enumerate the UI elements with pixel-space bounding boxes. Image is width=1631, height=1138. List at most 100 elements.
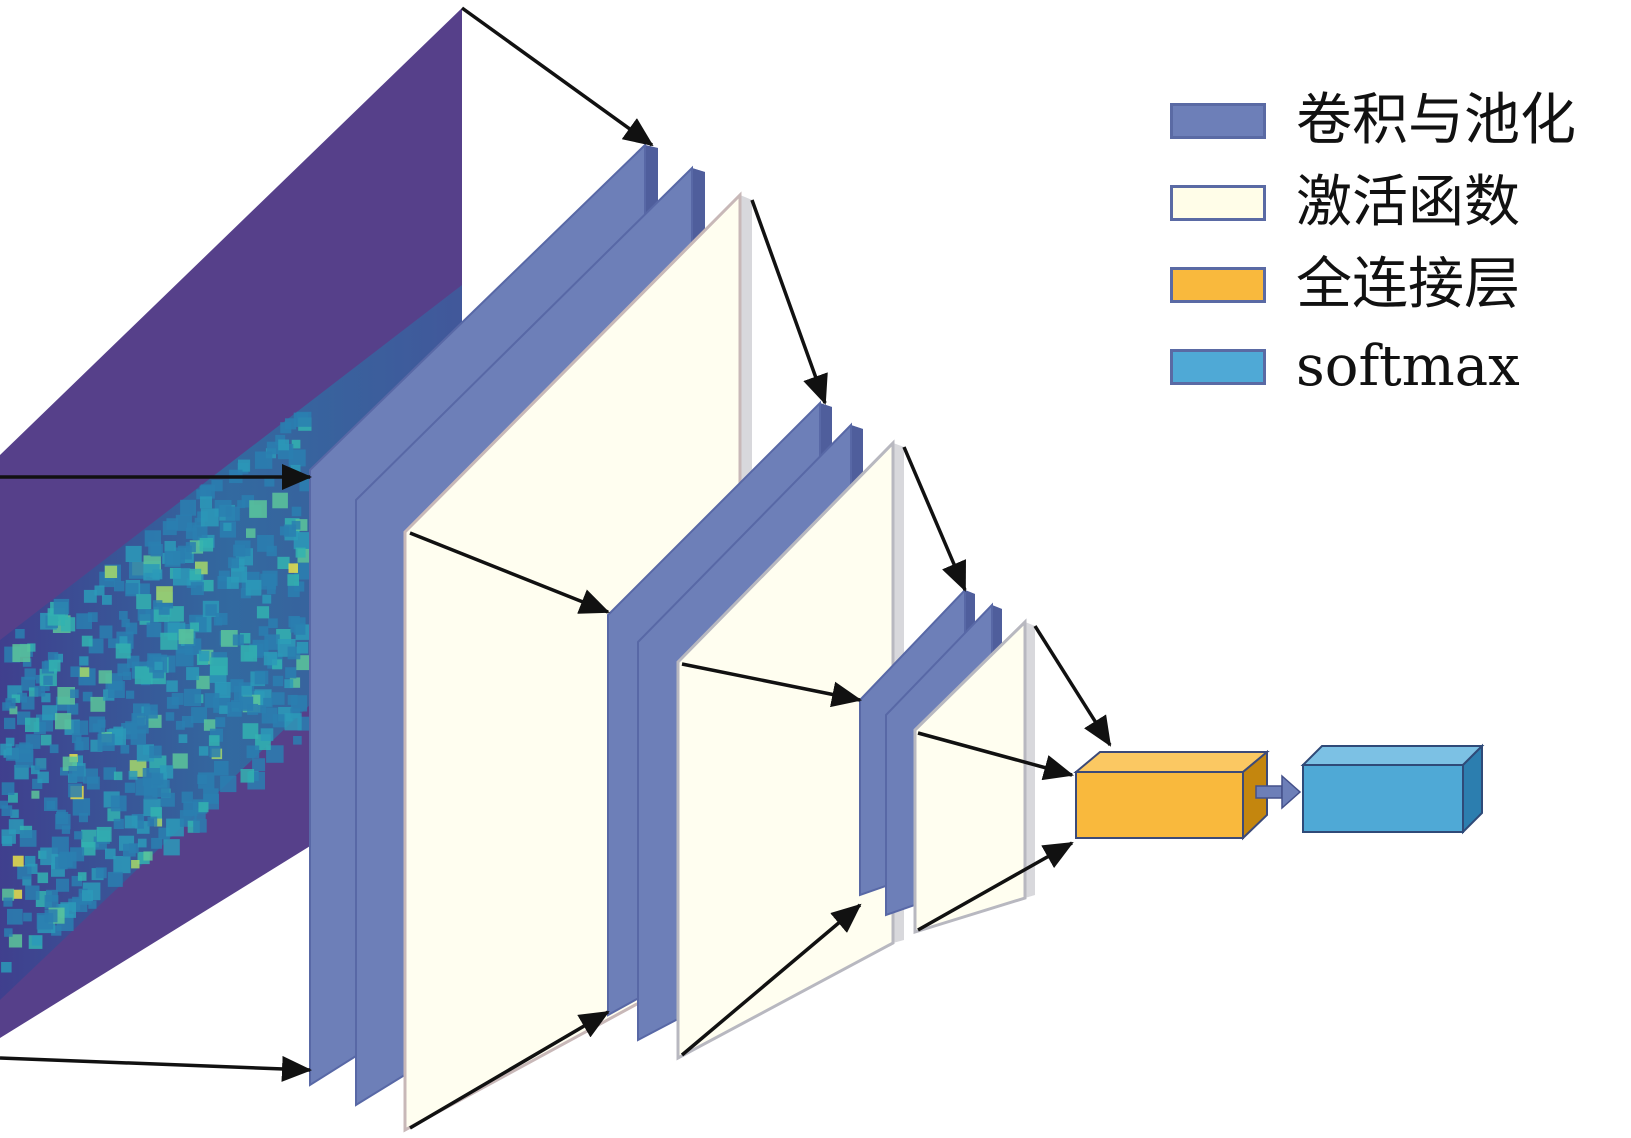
spectrogram-cell [288, 563, 298, 573]
spectrogram-cell [8, 792, 18, 803]
spectrogram-cell [2, 836, 13, 847]
spectrogram-cell [70, 689, 79, 698]
spectrogram-cell [0, 743, 12, 756]
spectrogram-cell [68, 766, 85, 782]
spectrogram-cell [246, 528, 256, 538]
spectrogram-cell [104, 565, 118, 578]
spectrogram-cell [102, 595, 112, 605]
spectrogram-cell [158, 827, 170, 840]
spectrogram-cell [230, 566, 248, 583]
spectrogram-cell [240, 645, 258, 662]
spectrogram-cell [144, 530, 161, 547]
spectrogram-cell [154, 818, 163, 827]
spectrogram-cell [88, 900, 97, 909]
spectrogram-cell [17, 692, 27, 703]
spectrogram-cell [293, 623, 306, 635]
spectrogram-cell [72, 755, 83, 766]
spectrogram-cell [211, 480, 223, 492]
spectrogram-cell [196, 675, 210, 690]
spectrogram-cell [44, 895, 59, 909]
spectrogram-cell [10, 809, 19, 818]
softmax-block [1300, 743, 1485, 835]
spectrogram-cell [7, 908, 23, 925]
spectrogram-cell [67, 703, 79, 715]
spectrogram-cell [242, 723, 259, 739]
spectrogram-cell [34, 758, 47, 770]
legend-label-fully-connected: 全连接层 [1296, 252, 1520, 317]
spectrogram-cell [114, 580, 125, 592]
spectrogram-cell [280, 422, 292, 434]
spectrogram-cell [220, 775, 237, 793]
spectrogram-cell [56, 811, 69, 825]
spectrogram-cell [153, 600, 163, 610]
fc-to-softmax-arrow [1255, 774, 1302, 810]
spectrogram-cell [68, 783, 82, 798]
spectrogram-cell [119, 636, 128, 645]
spectrogram-cell [284, 679, 294, 689]
spectrogram-cell [124, 782, 136, 793]
spectrogram-cell [266, 585, 276, 595]
spectrogram-cell [77, 872, 87, 881]
legend-item-conv-pool: 卷积与池化 [1170, 80, 1576, 162]
spectrogram-cell [151, 773, 164, 785]
spectrogram-cell [12, 644, 31, 662]
spectrogram-cell [199, 485, 212, 498]
spectrogram-cell [110, 795, 127, 812]
spectrogram-cell [125, 583, 139, 597]
spectrogram-cell [203, 719, 216, 731]
spectrogram-cell [291, 506, 302, 517]
spectrogram-cell [1, 782, 15, 795]
spectrogram-cell [61, 825, 71, 834]
spectrogram-cell [87, 612, 98, 622]
spectrogram-cell [296, 411, 312, 427]
legend-swatch-conv-pool [1170, 103, 1266, 139]
spectrogram-cell [194, 517, 205, 528]
spectrogram-cell [214, 760, 229, 776]
spectrogram-cell [295, 547, 306, 558]
spectrogram-cell [258, 626, 269, 636]
arrow-input-bottom [0, 1055, 312, 1082]
spectrogram-cell [254, 451, 273, 469]
spectrogram-cell [8, 934, 23, 948]
spectrogram-cell [108, 638, 118, 649]
spectrogram-cell [156, 586, 173, 603]
spectrogram-cell [78, 813, 88, 823]
spectrogram-cell [42, 705, 58, 721]
spectrogram-cell [96, 826, 112, 842]
spectrogram-cell [143, 851, 153, 861]
spectrogram-cell [131, 713, 145, 727]
spectrogram-cell [228, 557, 239, 569]
spectrogram-cell [230, 679, 244, 693]
spectrogram-cell [24, 668, 36, 680]
spectrogram-cell [31, 790, 40, 799]
arrow-act1-top [750, 199, 828, 405]
spectrogram-cell [263, 697, 273, 708]
spectrogram-cell [15, 629, 25, 639]
spectrogram-cell [143, 564, 160, 581]
legend-swatch-fully-connected [1170, 267, 1266, 303]
spectrogram-cell [95, 867, 107, 879]
spectrogram-cell [143, 704, 158, 719]
spectrogram-cell [166, 680, 178, 692]
spectrogram-cell [239, 633, 251, 644]
spectrogram-cell [73, 720, 89, 735]
spectrogram-cell [180, 499, 196, 516]
spectrogram-cell [22, 876, 32, 886]
spectrogram-cell [1, 805, 13, 816]
spectrogram-cell [71, 875, 82, 887]
spectrogram-cell [37, 771, 49, 784]
spectrogram-cell [49, 744, 59, 754]
spectrogram-cell [194, 808, 206, 820]
spectrogram-cell [74, 741, 84, 751]
spectrogram-cell [130, 729, 146, 745]
spectrogram-cell [191, 707, 207, 723]
arrow-act3-bottom [917, 841, 1074, 932]
spectrogram-cell [287, 585, 300, 598]
legend-item-activation: 激活函数 [1170, 162, 1576, 244]
spectrogram-cell [232, 634, 244, 646]
spectrogram-cell [272, 492, 288, 509]
spectrogram-cell [107, 808, 121, 822]
spectrogram-cell [175, 720, 185, 730]
spectrogram-cell [115, 643, 131, 659]
spectrogram-cell [146, 622, 162, 638]
